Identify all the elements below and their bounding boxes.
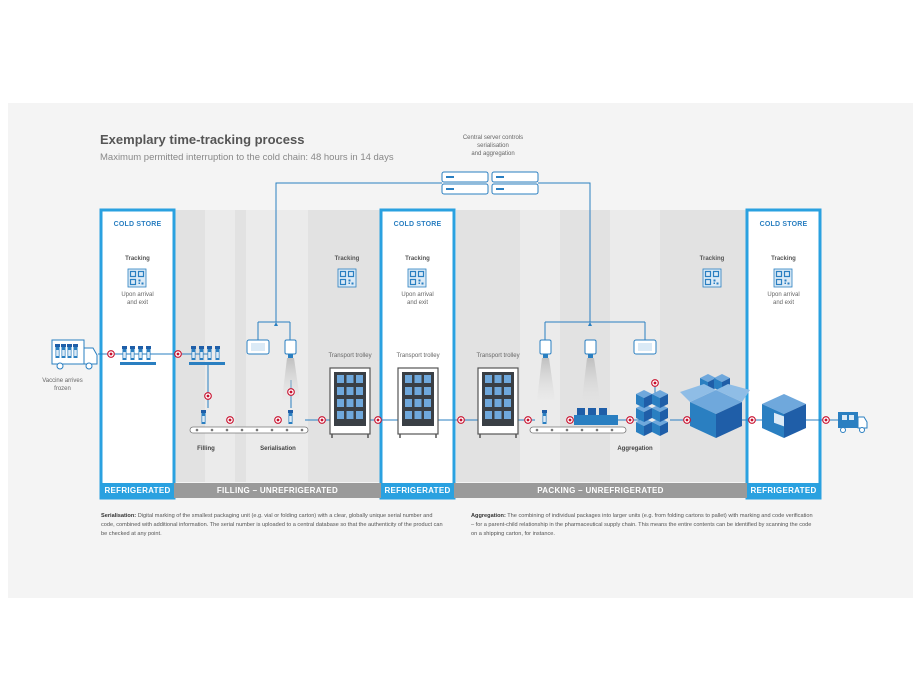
filling-zone-label: FILLING – UNREFRIGERATED bbox=[216, 486, 339, 495]
cold-store-title: COLD STORE bbox=[113, 221, 162, 228]
arrival-truck-icon bbox=[51, 339, 98, 370]
tracking-label: Tracking bbox=[699, 256, 725, 262]
trolley-label: Transport trolley bbox=[396, 353, 440, 359]
packing-zone bbox=[456, 210, 746, 482]
cold-store-3 bbox=[745, 208, 822, 500]
refrigerated-zone-label: REFRIGERATED bbox=[104, 486, 171, 495]
serialisation-note: Serialisation: Digital marking of the sm… bbox=[101, 513, 443, 537]
cold-store-title: COLD STORE bbox=[759, 221, 808, 228]
arrival-label: Vaccine arrives frozen bbox=[42, 378, 83, 392]
diagram-title: Exemplary time-tracking process bbox=[100, 132, 305, 147]
aggregation-label: Aggregation bbox=[617, 446, 653, 452]
filling-label: Filling bbox=[197, 446, 215, 452]
trolley-label: Transport trolley bbox=[328, 353, 372, 359]
packing-zone-label: PACKING – UNREFRIGERATED bbox=[537, 486, 664, 495]
tracking-label: Tracking bbox=[771, 256, 796, 262]
tracking-label: Tracking bbox=[334, 256, 360, 262]
exit-truck-icon bbox=[838, 412, 868, 433]
pallet-icon bbox=[762, 394, 806, 438]
vial-tray-icon bbox=[120, 346, 156, 365]
central-server-icon bbox=[441, 171, 539, 195]
stacked-cartons-icon bbox=[636, 390, 668, 436]
transport-trolley-icon bbox=[477, 367, 519, 439]
refrigerated-zone-label: REFRIGERATED bbox=[384, 486, 451, 495]
tracking-qr-icon bbox=[127, 268, 147, 288]
diagram-subtitle: Maximum permitted interruption to the co… bbox=[100, 152, 394, 163]
filling-conveyor bbox=[189, 410, 309, 434]
cold-store-2 bbox=[379, 208, 456, 500]
cold-store-title: COLD STORE bbox=[393, 221, 442, 228]
server-label: Central server controls serialisation an… bbox=[462, 135, 524, 157]
serialisation-printer-icon bbox=[246, 339, 300, 400]
tracking-qr-icon bbox=[337, 268, 357, 288]
tracking-label: Tracking bbox=[405, 256, 430, 262]
aggregation-camera-icon bbox=[537, 339, 657, 400]
tracking-qr-icon bbox=[773, 268, 793, 288]
transport-trolley-icon bbox=[397, 367, 439, 439]
packing-conveyor bbox=[529, 408, 627, 434]
refrigerated-zone-label: REFRIGERATED bbox=[750, 486, 817, 495]
vial-tray-icon bbox=[189, 346, 225, 365]
trolley-label: Transport trolley bbox=[476, 353, 520, 359]
serialisation-label: Serialisation bbox=[260, 446, 296, 452]
transport-trolley-icon bbox=[329, 367, 371, 439]
aggregation-note: Aggregation: The combining of individual… bbox=[471, 513, 813, 537]
shipping-carton-icon bbox=[680, 374, 750, 438]
tracking-label: Tracking bbox=[125, 256, 150, 262]
tracking-qr-icon bbox=[702, 268, 722, 288]
tracking-qr-icon bbox=[407, 268, 427, 288]
